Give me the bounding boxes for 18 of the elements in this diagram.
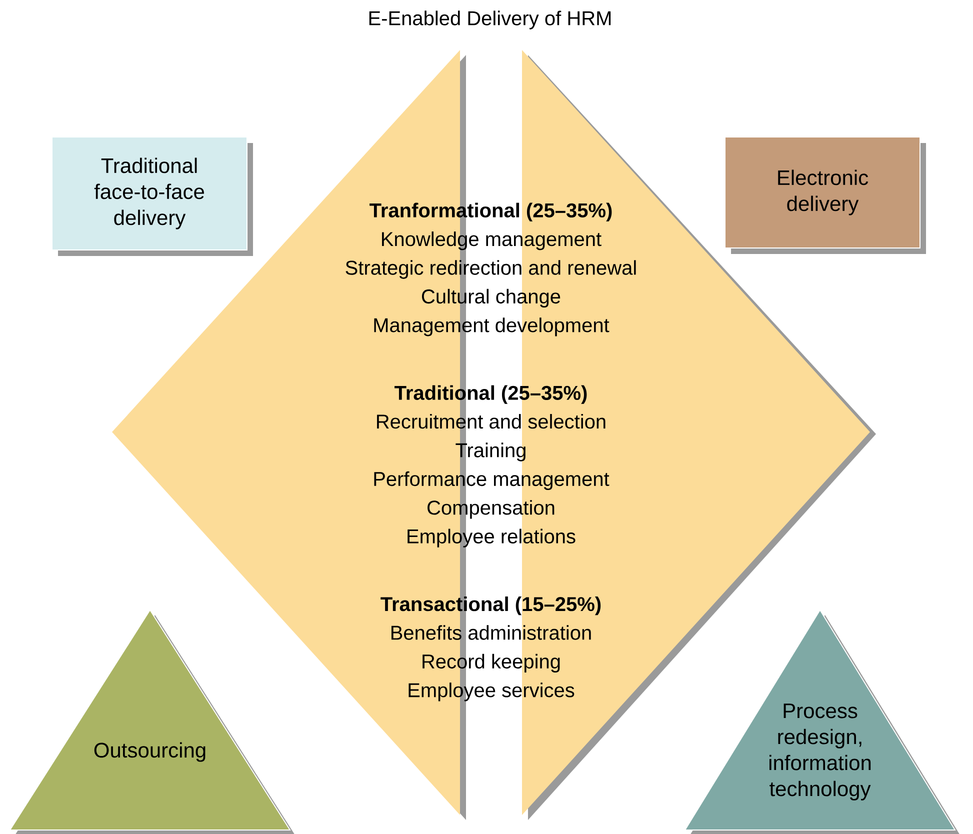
node-label: Traditional (25–35%) <box>394 385 587 404</box>
node-label: Employee services <box>408 682 574 702</box>
node-label: Employee relations <box>408 528 576 548</box>
node-label: Benefits administration <box>391 625 591 640</box>
node-label: Cultural change <box>422 288 560 308</box>
node-label: Record keeping <box>422 654 560 673</box>
node-label: Recruitment and selection <box>377 414 606 429</box>
node-label: Transactional (15–25%) <box>380 596 601 616</box>
title: E-Enabled Delivery of HRM <box>369 10 611 30</box>
node-label: Compensation <box>428 500 554 519</box>
node-label: Strategic redirection and renewal <box>346 260 636 279</box>
node-label: Performance management <box>374 471 610 490</box>
node-label: Training <box>456 442 526 462</box>
text-box: Traditional face-to-face delivery <box>52 136 253 256</box>
node-label: Knowledge management <box>382 231 602 250</box>
node-label: Management development <box>374 318 610 336</box>
node-label: Tranformational (25–35%) <box>370 202 612 222</box>
text-box: Electronic delivery <box>724 136 926 254</box>
